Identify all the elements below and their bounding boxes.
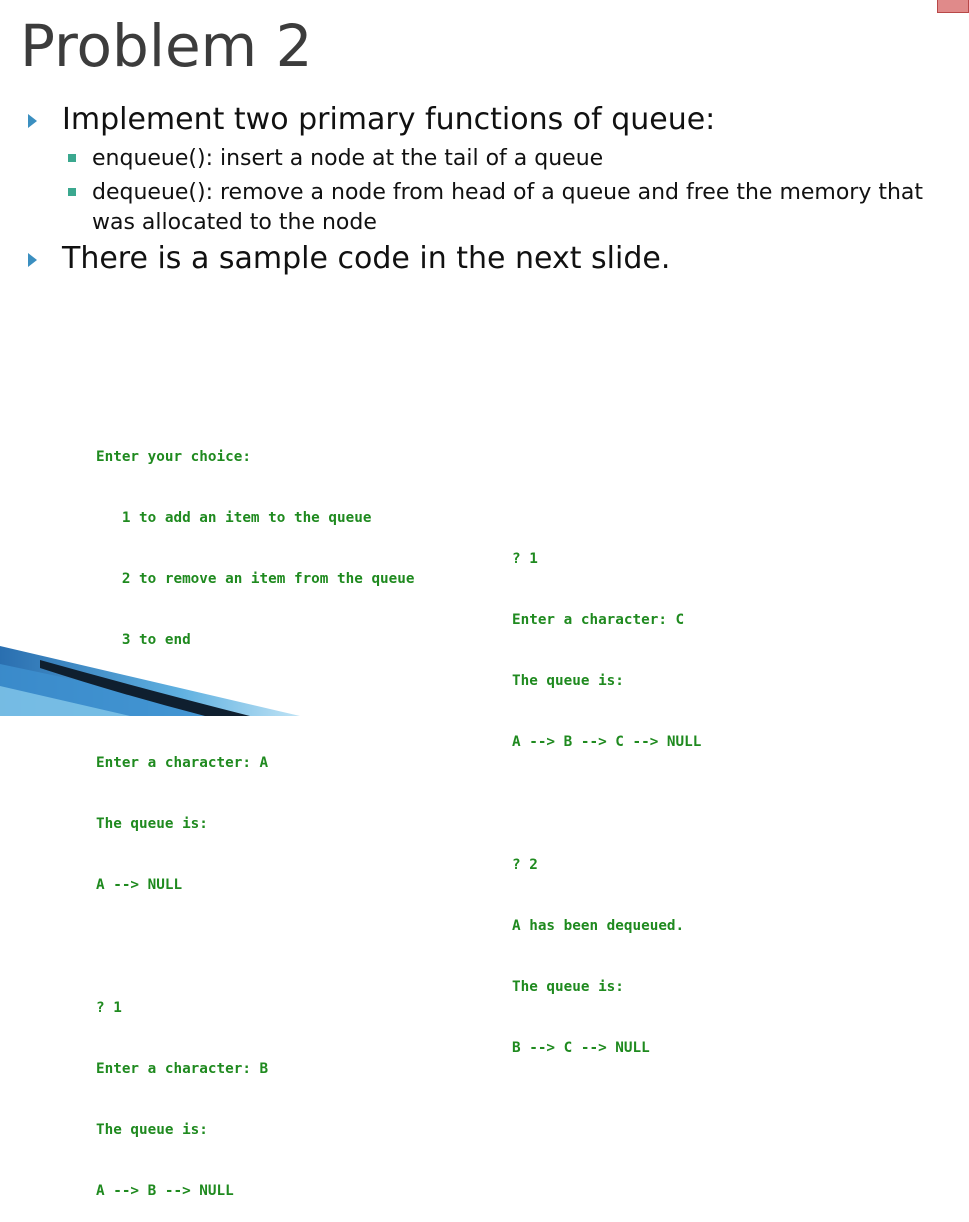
console-output-right: ? 1 Enter a character: C The queue is: A… [512,508,701,1079]
console-line: 3 to end [96,632,191,649]
console-line: The queue is: [512,979,624,996]
console-line: A --> B --> C --> NULL [512,734,702,751]
console-line: The queue is: [512,673,624,690]
sub-bullet-text: enqueue(): insert a node at the tail of … [92,146,604,171]
console-line [512,794,701,814]
console-line: 1 to add an item to the queue [96,510,372,527]
console-line: Enter a character: B [96,1060,269,1077]
slide-title: Problem 2 [20,12,313,80]
square-bullet-icon [68,188,76,196]
bullet-text: Implement two primary functions of queue… [62,102,716,137]
corner-decoration [937,0,969,13]
console-line: Enter your choice: [96,448,251,465]
console-line: ? 1 [512,550,538,567]
console-line: The queue is: [96,816,208,833]
console-line: Enter a character: A [96,754,269,771]
square-bullet-icon [68,154,76,162]
triangle-bullet-icon [28,253,37,267]
sub-bullet-text: dequeue(): remove a node from head of a … [92,180,924,235]
console-line: B --> C --> NULL [512,1040,650,1057]
console-line: The queue is: [96,1122,208,1139]
console-line: A has been dequeued. [512,918,685,935]
console-output-left: Enter your choice: 1 to add an item to t… [96,406,414,1222]
console-line: A --> NULL [96,877,183,894]
triangle-bullet-icon [28,114,37,128]
console-line: ? 1 [96,999,122,1016]
console-line [96,936,414,956]
console-line: Enter a character: C [512,612,685,629]
console-line: ? 2 [512,856,538,873]
slide-corner-swoosh [0,646,300,716]
console-line: 2 to remove an item from the queue [96,571,415,588]
bullet-text: There is a sample code in the next slide… [62,241,671,276]
console-line: A --> B --> NULL [96,1183,234,1200]
